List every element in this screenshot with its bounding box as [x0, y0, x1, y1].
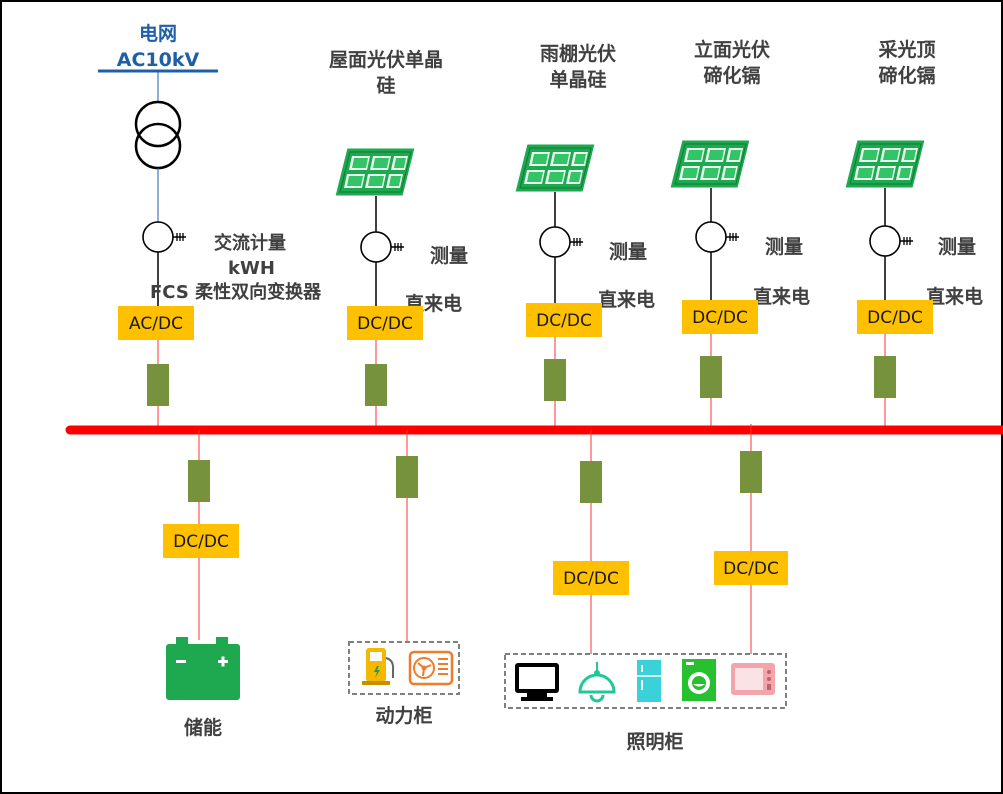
lighting-cabinet-branch: DC/DC DC/DC [504, 424, 788, 753]
storage-branch: DC/DC 储能 [163, 430, 240, 739]
ac-meter-icon [142, 221, 187, 253]
grid-voltage: AC10kV [117, 49, 200, 71]
acdc-converter-box [118, 306, 194, 340]
dcdc-converter-label: DC/DC [357, 314, 413, 334]
battery-icon [166, 637, 240, 700]
dc-label: 直来电 [926, 285, 983, 308]
breaker [580, 461, 602, 503]
breaker [700, 356, 722, 398]
meter-label: 测量 [609, 241, 647, 263]
power-cabinet-label: 动力柜 [375, 704, 432, 727]
pv-source-skylight: 采光顶 碲化镉 测量 直来电 DC/DC [844, 38, 983, 430]
meter-label: 测量 [430, 245, 468, 267]
pv-source-roof: 屋面光伏单晶 硅 测量 直来电 DC/DC [329, 48, 468, 430]
pv-source-canopy: 雨棚光伏 单晶硅 测量 直来电 DC/DC [514, 42, 655, 430]
ev-charger-icon [362, 648, 395, 685]
dcdc-converter-box [347, 306, 423, 340]
tv-icon [515, 663, 559, 701]
pv-source-name: 屋面光伏单晶 [329, 48, 443, 71]
dcdc-converter-label: DC/DC [867, 308, 923, 328]
breaker [365, 364, 387, 406]
storage-label: 储能 [184, 716, 222, 739]
lighting-cabinet-label: 照明柜 [626, 731, 683, 753]
pv-source-name: 雨棚光伏 [540, 42, 616, 65]
refrigerator-icon [637, 660, 661, 702]
meter-icon [695, 221, 740, 253]
fan-icon [408, 650, 454, 686]
dcdc-converter-box [682, 300, 758, 334]
dc-label: 直来电 [598, 288, 655, 311]
dc-label: 直来电 [753, 285, 810, 308]
dcdc-converter-box [526, 303, 602, 337]
dcdc-converter-box [857, 300, 933, 334]
dcdc-converter-label: DC/DC [692, 308, 748, 328]
meter-icon [869, 225, 914, 257]
breaker [740, 451, 762, 493]
lighting-converter-box-1 [553, 561, 629, 595]
ac-meter-unit: kWH [228, 258, 275, 279]
meter-icon [539, 226, 584, 258]
meter-label: 测量 [938, 236, 976, 258]
transformer-icon [134, 100, 182, 170]
ac-meter-label: 交流计量 [214, 232, 286, 254]
grid-breaker [147, 364, 169, 406]
pv-source-name: 碲化镉 [703, 64, 760, 87]
ceiling-lamp-icon [578, 662, 616, 703]
grid-branch: 电网 AC10kV 交流计量 kWH FCS 柔性双向变换器 AC/DC [98, 22, 322, 430]
lighting-converter-label-1: DC/DC [563, 569, 619, 589]
breaker [188, 460, 210, 502]
pv-source-name: 单晶硅 [549, 68, 606, 91]
meter-icon [360, 231, 405, 263]
lighting-converter-label-2: DC/DC [723, 559, 779, 579]
breaker [544, 359, 566, 401]
pv-source-name: 立面光伏 [694, 38, 770, 61]
pv-source-name: 采光顶 [878, 38, 935, 61]
breaker [874, 356, 896, 398]
power-cabinet-branch: 动力柜 [348, 430, 460, 727]
pv-source-name: 硅 [376, 75, 395, 97]
dcdc-converter-label: DC/DC [536, 311, 592, 331]
grid-title: 电网 [139, 22, 177, 45]
pv-source-facade: 立面光伏 碲化镉 测量 直来电 DC/DC [669, 38, 810, 430]
fcs-converter-label: FCS 柔性双向变换器 [150, 281, 322, 303]
meter-label: 测量 [765, 236, 803, 258]
washing-machine-icon [682, 659, 716, 701]
acdc-converter-label: AC/DC [129, 314, 183, 334]
solar-panel-icon [334, 147, 416, 197]
solar-panel-icon [844, 139, 926, 189]
breaker [396, 456, 418, 498]
storage-converter-box [163, 524, 239, 558]
microwave-icon [731, 663, 775, 695]
lighting-converter-box-2 [714, 551, 788, 585]
solar-panel-icon [669, 139, 751, 189]
solar-panel-icon [514, 143, 596, 193]
pv-source-name: 碲化镉 [878, 64, 935, 87]
storage-converter-label: DC/DC [173, 532, 229, 552]
